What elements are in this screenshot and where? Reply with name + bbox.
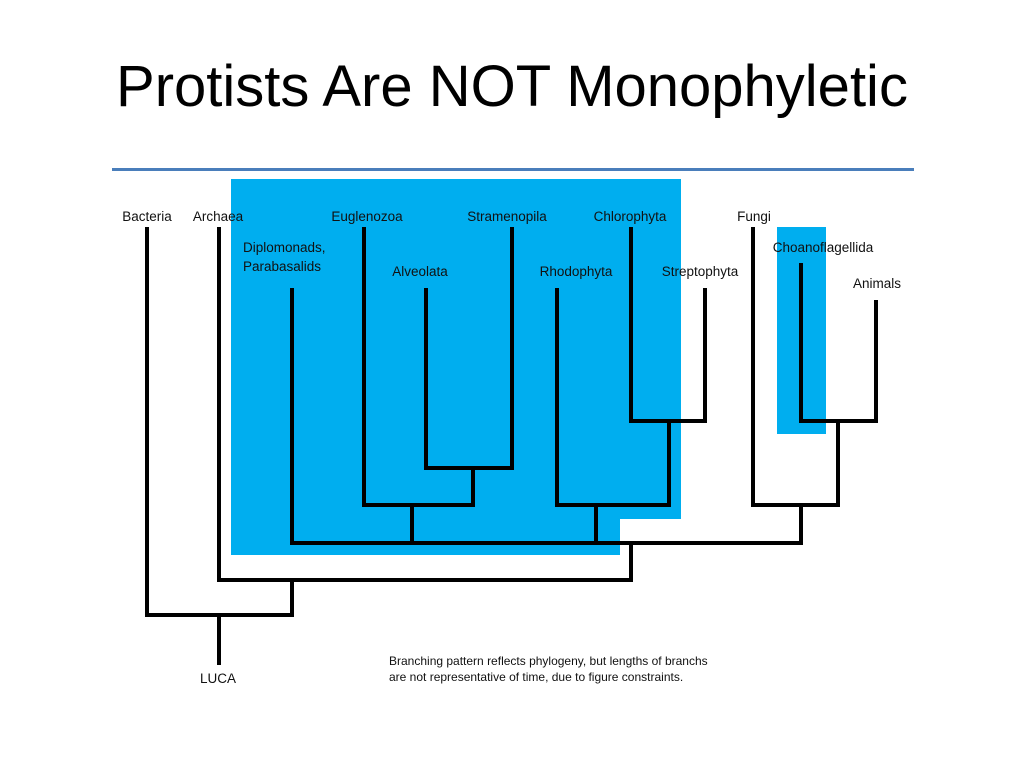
taxon-streptophyta: Streptophyta bbox=[662, 264, 739, 279]
taxon-rhodophyta: Rhodophyta bbox=[540, 264, 613, 279]
footnote: Branching pattern reflects phylogeny, bu… bbox=[389, 654, 708, 684]
branch-rhodophyta bbox=[555, 288, 671, 507]
protist-highlight-main bbox=[231, 179, 681, 555]
branch-fungi bbox=[751, 227, 840, 507]
branch-choano-animals bbox=[799, 263, 878, 423]
taxon-fungi: Fungi bbox=[737, 209, 771, 224]
branch-euglenozoa bbox=[362, 227, 475, 507]
taxon-stramenopila: Stramenopila bbox=[467, 209, 547, 224]
branch-green-plants bbox=[629, 227, 707, 423]
taxon-diplomonads-line2: Parabasalids bbox=[243, 259, 321, 274]
taxon-chlorophyta: Chlorophyta bbox=[594, 209, 667, 224]
taxon-labels: Bacteria Archaea Euglenozoa Stramenopila… bbox=[122, 209, 901, 686]
protist-highlight bbox=[231, 179, 826, 555]
root-luca: LUCA bbox=[200, 671, 236, 686]
taxon-diplomonads-line1: Diplomonads, bbox=[243, 240, 326, 255]
branch-alveolata-stramenopila bbox=[424, 227, 514, 470]
taxon-alveolata: Alveolata bbox=[392, 264, 448, 279]
branch-archaea-eukaryotes bbox=[217, 227, 633, 582]
taxon-euglenozoa: Euglenozoa bbox=[331, 209, 403, 224]
footnote-line-1: Branching pattern reflects phylogeny, bu… bbox=[389, 654, 708, 668]
taxon-archaea: Archaea bbox=[193, 209, 244, 224]
branch-root-split bbox=[145, 227, 294, 617]
taxon-bacteria: Bacteria bbox=[122, 209, 172, 224]
title-divider bbox=[112, 168, 914, 171]
slide-title: Protists Are NOT Monophyletic bbox=[116, 54, 908, 119]
tree-branches bbox=[145, 227, 878, 665]
taxon-animals: Animals bbox=[853, 276, 901, 291]
footnote-line-2: are not representative of time, due to f… bbox=[389, 670, 683, 684]
taxon-choanoflagellida: Choanoflagellida bbox=[773, 240, 874, 255]
